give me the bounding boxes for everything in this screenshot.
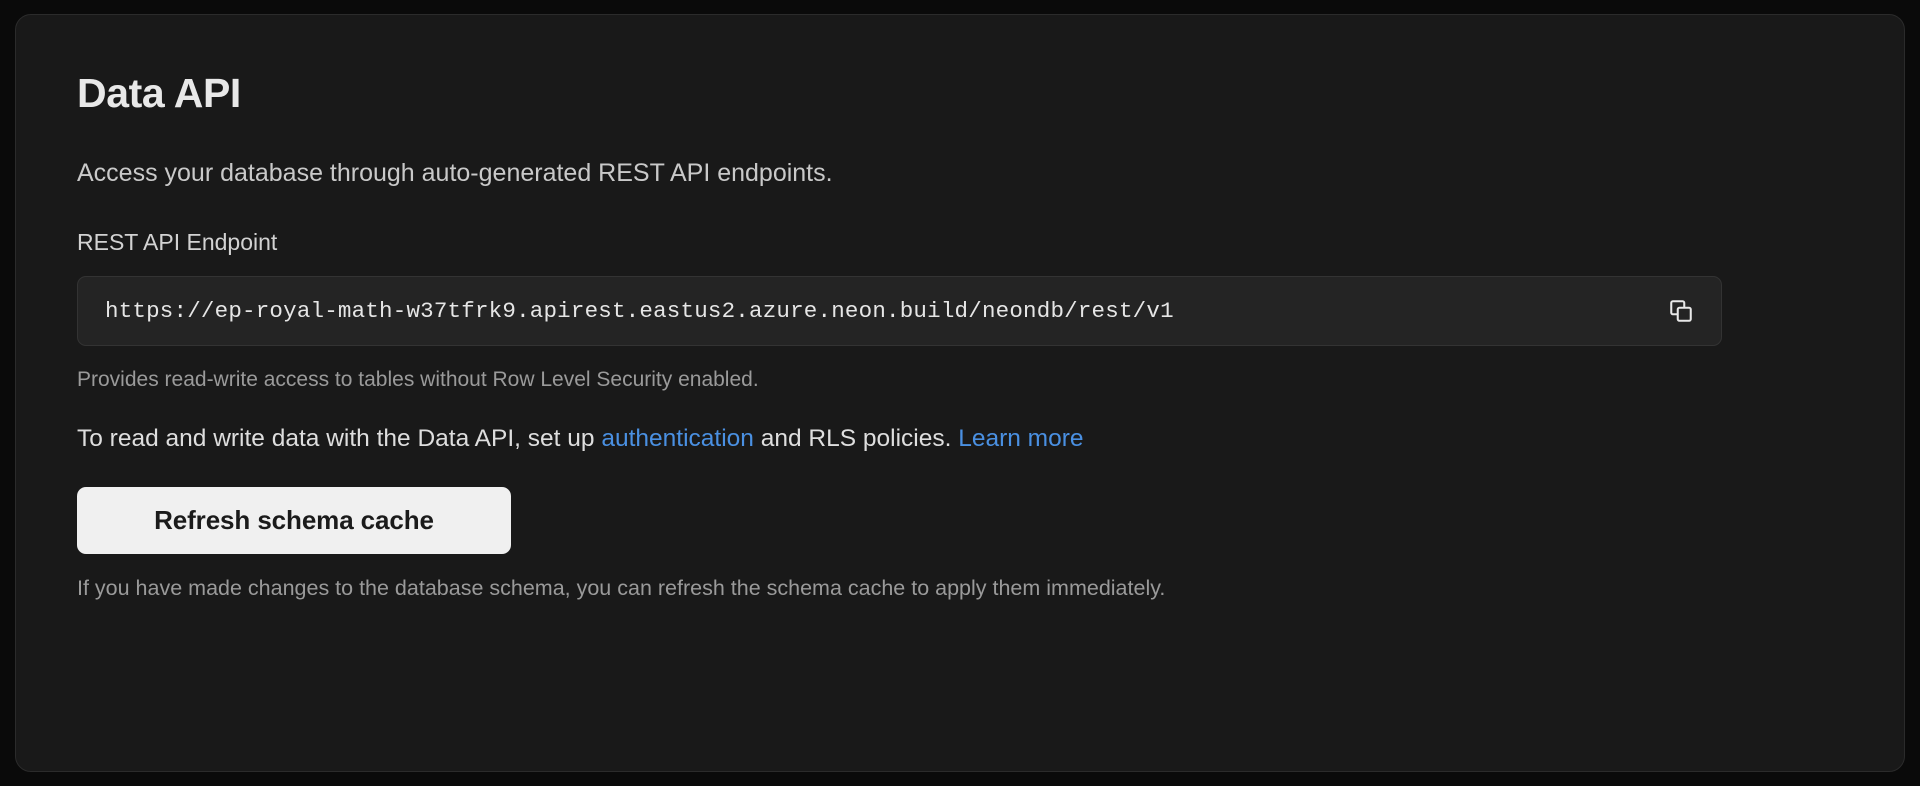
data-api-card: Data API Access your database through au…	[15, 14, 1905, 772]
endpoint-url-value[interactable]: https://ep-royal-math-w37tfrk9.apirest.e…	[105, 297, 1174, 324]
refresh-schema-cache-button[interactable]: Refresh schema cache	[77, 487, 511, 555]
endpoint-input-row[interactable]: https://ep-royal-math-w37tfrk9.apirest.e…	[77, 275, 1722, 346]
info-text-part-1: To read and write data with the Data API…	[77, 424, 602, 452]
copy-endpoint-button[interactable]	[1661, 291, 1701, 331]
page-title: Data API	[77, 70, 241, 116]
info-text-part-2: and RLS policies.	[753, 424, 959, 452]
info-paragraph: To read and write data with the Data API…	[77, 424, 1842, 455]
learn-more-link[interactable]: Learn more	[958, 424, 1084, 452]
endpoint-helper-text: Provides read-write access to tables wit…	[77, 367, 759, 391]
endpoint-field-label: REST API Endpoint	[77, 229, 278, 255]
card-subtitle: Access your database through auto-genera…	[77, 159, 833, 187]
refresh-footer-text: If you have made changes to the database…	[77, 576, 1166, 601]
copy-icon	[1668, 298, 1694, 324]
authentication-link[interactable]: authentication	[601, 424, 754, 452]
